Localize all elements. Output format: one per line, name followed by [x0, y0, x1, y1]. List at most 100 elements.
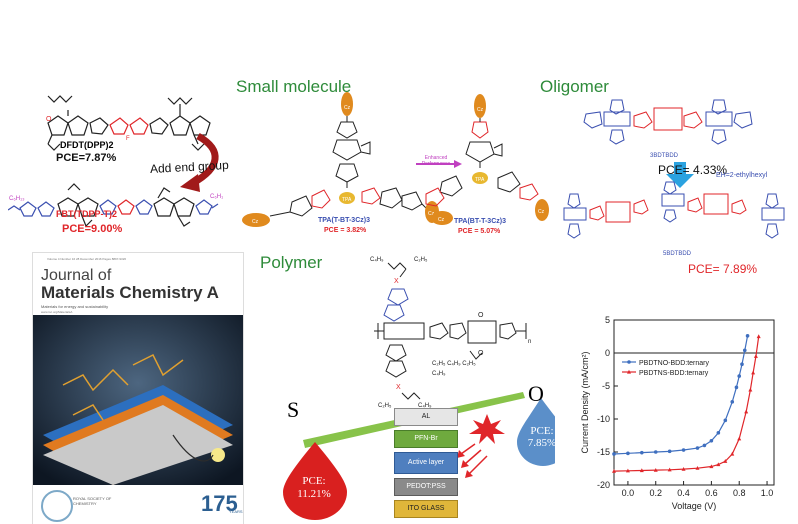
- y-tick-label: -15: [597, 447, 610, 457]
- x-tick-label: 0.2: [649, 488, 662, 498]
- svg-text:F: F: [126, 136, 130, 142]
- layer-al: AL: [394, 408, 458, 426]
- bdt3-pce: PCE= 4.33%: [658, 163, 728, 177]
- svg-text:Cz: Cz: [477, 107, 484, 113]
- journal-cover: Volume 4 Number 16 28 December 2016 Page…: [32, 252, 244, 524]
- anniversary-sub: YEARS: [229, 509, 243, 514]
- layer-pfn-br: PFN-Br: [394, 430, 458, 448]
- svg-text:X: X: [394, 278, 399, 285]
- bdt5-name: 5BDTBDD: [663, 251, 692, 257]
- series-point: [695, 465, 700, 470]
- layer-pedot-pss: PEDOT:PSS: [394, 478, 458, 496]
- x-tick-label: 1.0: [761, 488, 774, 498]
- svg-text:Cz: Cz: [438, 217, 445, 223]
- y-axis-label: Current Density (mA/cm²): [580, 351, 590, 453]
- series-point: [723, 418, 728, 423]
- svg-text:C₆H₁₃: C₆H₁₃: [9, 196, 25, 202]
- anniversary-number: 175: [201, 491, 238, 516]
- svg-text:n: n: [528, 339, 531, 345]
- heading-polymer: Polymer: [260, 253, 323, 272]
- svg-text:TPA: TPA: [475, 177, 485, 183]
- heading-oligomer: Oligomer: [540, 77, 609, 96]
- series-point: [612, 452, 616, 456]
- series-point: [667, 449, 672, 454]
- o-label: O: [528, 381, 544, 406]
- svg-text:C₂H₅: C₂H₅: [378, 403, 392, 409]
- series-point: [702, 443, 707, 448]
- tpa1-pce: PCE = 3.82%: [324, 227, 367, 234]
- svg-text:C₄H₉: C₄H₉: [370, 257, 384, 263]
- series-point: [626, 451, 630, 456]
- series-point: [730, 400, 735, 404]
- y-tick-label: -5: [602, 381, 610, 391]
- series-point: [709, 464, 714, 469]
- series-point: [756, 334, 761, 339]
- series-point: [753, 354, 758, 358]
- eh-note: EH=2-ethylhexyl: [716, 172, 768, 179]
- legend-marker: [627, 369, 631, 374]
- y-tick-label: 5: [605, 315, 610, 325]
- y-tick-label: -20: [597, 480, 610, 490]
- s-label: S: [287, 397, 300, 422]
- series-point: [723, 459, 728, 463]
- fbt-name: FBT(TDPP-T)2: [56, 209, 117, 219]
- series-point: [751, 370, 756, 375]
- y-tick-label: -10: [597, 414, 610, 424]
- journal-url: www.rsc.org/MaterialsA: [41, 310, 73, 314]
- journal-subtitle: Materials for energy and sustainability: [41, 304, 109, 309]
- legend-marker: [627, 360, 631, 364]
- layer-stack: AL PFN-Br Active layer PEDOT:PSS ITO GLA…: [394, 408, 458, 518]
- society-logo: [41, 490, 73, 522]
- series-point: [709, 438, 714, 443]
- tpa2-name: TPA(BT-T-3Cz)3: [454, 218, 506, 225]
- x-axis-label: Voltage (V): [672, 501, 717, 511]
- journal-title-line1: Journal of: [41, 267, 112, 284]
- svg-text:Cz: Cz: [344, 105, 351, 111]
- series-point: [653, 450, 658, 454]
- y-tick-label: 0: [605, 348, 610, 358]
- series-point: [695, 446, 700, 450]
- svg-text:TPA: TPA: [342, 197, 352, 203]
- heading-small-molecule: Small molecule: [236, 77, 352, 96]
- series-point: [612, 468, 616, 473]
- svg-text:C₆H₁₃: C₆H₁₃: [210, 194, 223, 200]
- o-pce-line2: 7.85%: [527, 437, 557, 449]
- svg-text:O: O: [46, 116, 52, 123]
- series-point: [639, 468, 644, 473]
- x-tick-label: 0.4: [677, 488, 690, 498]
- series-point: [681, 466, 686, 471]
- fbt-pce: PCE=9.00%: [62, 223, 123, 235]
- bdt3-name: 3BDTBDD: [650, 153, 679, 159]
- plot-frame: [613, 319, 775, 486]
- series-point: [640, 450, 644, 455]
- x-tick-label: 0.0: [622, 488, 635, 498]
- polymer-structure: C₄H₉ C₂H₅ X X O O n C₂H₅ C₄H₉ C₂H₅: [370, 257, 531, 409]
- tpa-structures: TPA Cz Cz Cz TPA: [242, 92, 549, 227]
- series-point: [681, 448, 686, 452]
- series-point: [737, 374, 742, 378]
- series-point: [667, 467, 672, 472]
- series-point: [745, 334, 750, 338]
- svg-text:Cz: Cz: [252, 219, 259, 225]
- svg-text:Cz: Cz: [538, 209, 545, 215]
- svg-text:X: X: [396, 384, 401, 391]
- s-pce-line1: PCE:: [302, 475, 326, 487]
- x-tick-label: 0.8: [733, 488, 746, 498]
- series-point: [716, 431, 721, 435]
- journal-title-line2: Materials Chemistry A: [41, 283, 219, 302]
- series-point: [737, 436, 742, 441]
- s-pce-line2: 11.21%: [297, 488, 331, 500]
- series-line: [613, 335, 749, 455]
- dfdt-pce: PCE=7.87%: [56, 152, 117, 164]
- svg-text:C₂H₅: C₂H₅: [414, 257, 428, 263]
- dfdt-fbt-structures: O F: [8, 95, 223, 228]
- svg-text:C₄H₉: C₄H₉: [418, 403, 432, 409]
- series-point: [744, 409, 749, 414]
- series-line: [613, 336, 760, 472]
- bdt5-pce: PCE= 7.89%: [688, 262, 758, 276]
- series-point: [716, 462, 721, 467]
- oligomer-structures: [563, 99, 785, 239]
- journal-volume: Volume 4 Number 16 28 December 2016 Page…: [47, 257, 127, 261]
- series-point: [734, 385, 739, 390]
